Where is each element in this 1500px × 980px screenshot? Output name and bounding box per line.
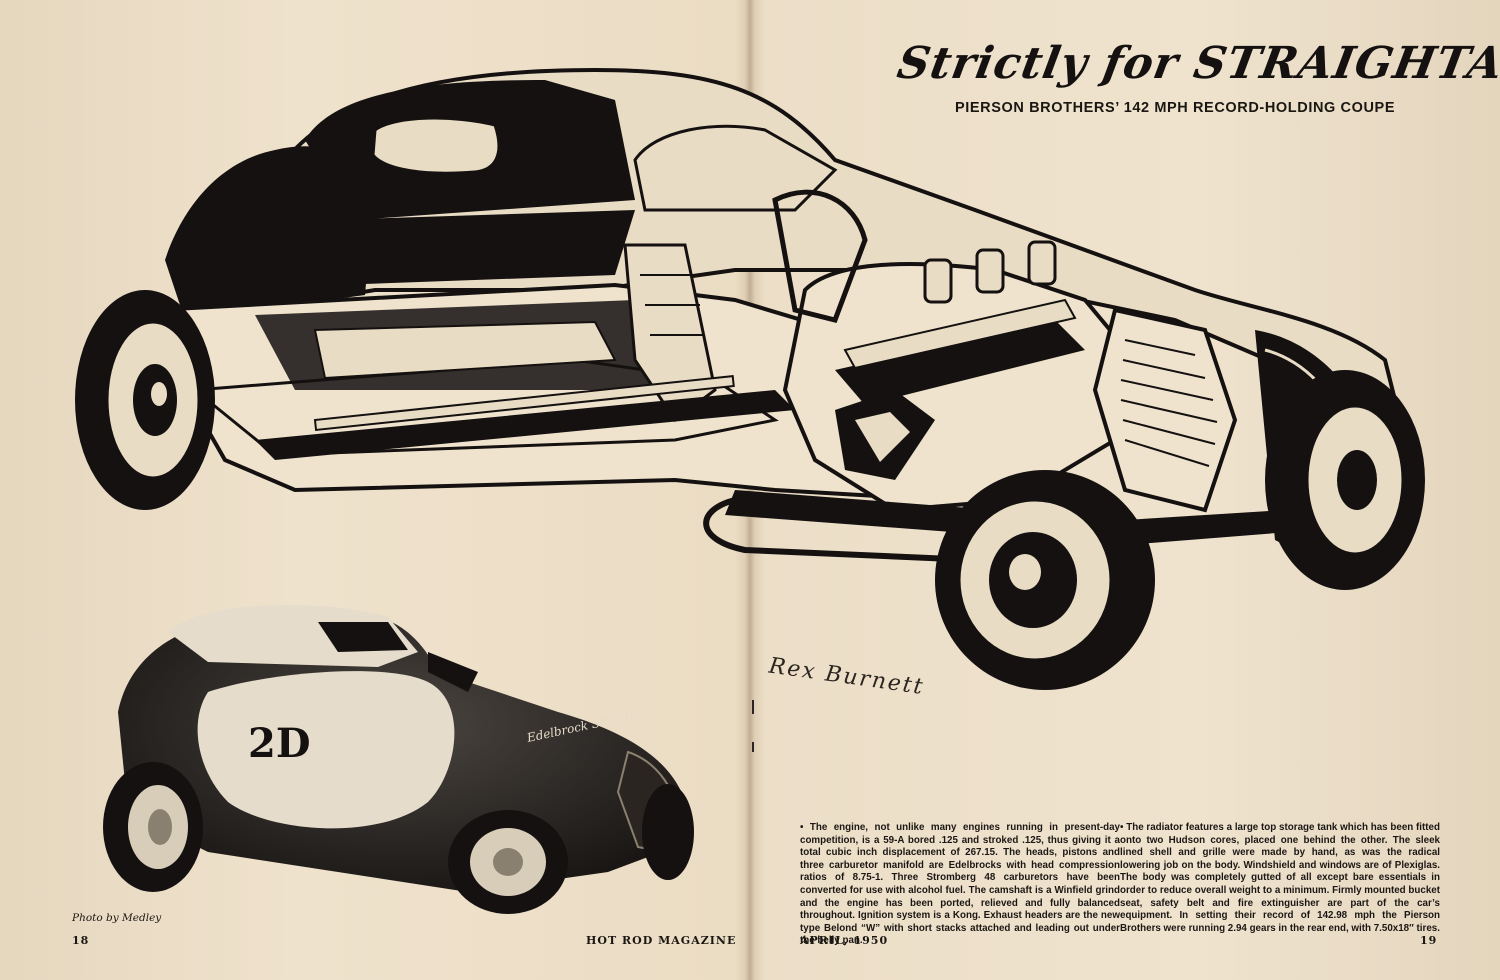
page-number-left: 18 [72,934,90,947]
body-text-column-1: • The engine, not unlike many engines ru… [800,822,1120,947]
fold-mark [752,700,754,714]
car-photograph: 2D Edelbrock SPECIAL [103,605,694,914]
photo-rear-wheel [103,762,203,892]
page-gutter [745,0,755,980]
issue-date: APRIL, 1950 [800,934,889,947]
photo-credit: Photo by Medley [72,912,162,924]
page-number-right: 19 [1420,934,1438,947]
photo-front-wheel [448,810,568,914]
rear-wheel [75,290,215,510]
car-number: 2D [248,720,311,767]
far-front-wheel [1265,370,1425,590]
body-text-column-2: • The radiator features a large top stor… [1120,822,1440,934]
article-subtitle: PIERSON BROTHERS’ 142 MPH RECORD-HOLDING… [955,100,1396,116]
front-wheel [935,470,1155,690]
cutaway-illustration [75,67,1425,690]
fold-mark [752,742,754,752]
magazine-name: HOT ROD MAGAZINE [586,934,737,947]
